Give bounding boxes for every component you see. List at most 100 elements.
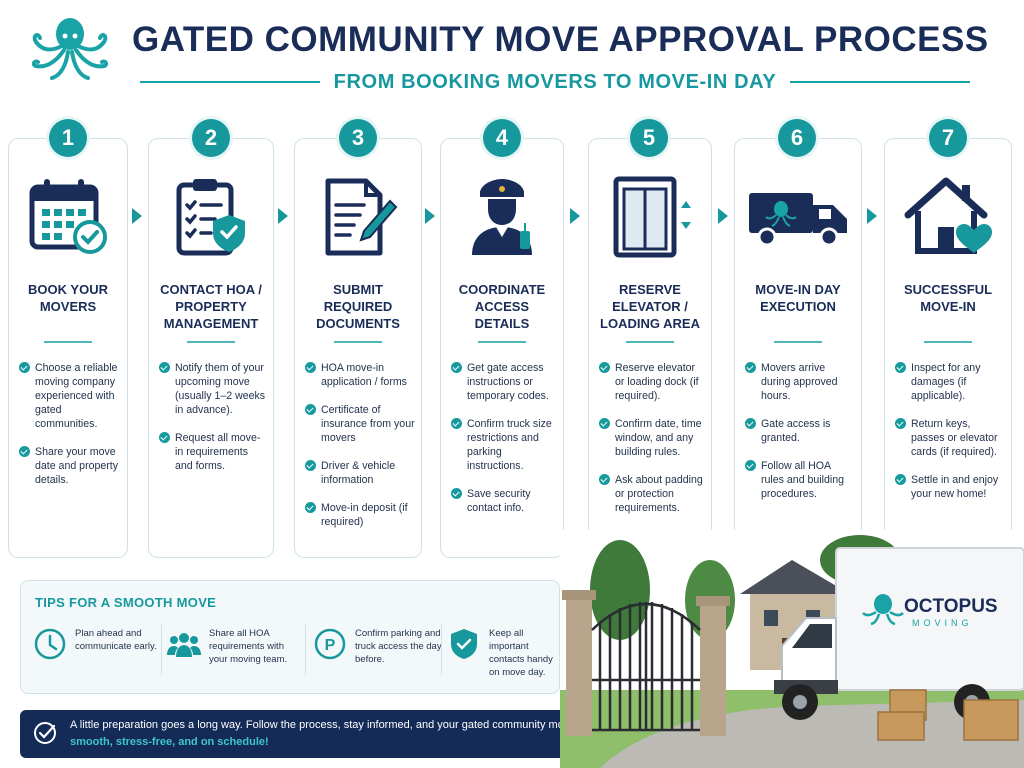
arrow-right-icon — [278, 208, 288, 224]
octopus-icon — [31, 18, 109, 80]
list-item: Confirm truck size restrictions and park… — [451, 417, 557, 473]
step-list: Choose a reliable moving company experie… — [19, 361, 121, 501]
svg-text:P: P — [325, 637, 336, 654]
list-item: Certificate of insurance from your mover… — [305, 403, 415, 445]
subtitle-rule-right — [790, 81, 970, 83]
tip-item: Plan ahead and communicate early. — [33, 625, 163, 685]
tips-panel: TIPS FOR A SMOOTH MOVE Plan ahead and co… — [20, 580, 560, 694]
gate-pillar-right — [696, 596, 730, 736]
tip-item: Keep all important contacts handy on mov… — [447, 625, 559, 685]
check-icon — [159, 362, 170, 373]
check-icon — [305, 460, 316, 471]
list-item: Share your move date and property detail… — [19, 445, 121, 487]
check-icon — [19, 446, 30, 457]
step-list: HOA move-in application / forms Certific… — [305, 361, 415, 543]
step-list: Inspect for any damages (if applicable).… — [895, 361, 1005, 515]
list-item: HOA move-in application / forms — [305, 361, 415, 389]
banner-text: A little preparation goes a long way. Fo… — [70, 719, 610, 748]
check-icon — [745, 418, 756, 429]
step-number-5: 5 — [630, 119, 668, 157]
parking-icon: P — [314, 628, 346, 660]
check-badge-icon — [34, 722, 56, 744]
check-icon — [599, 474, 610, 485]
check-icon — [305, 362, 316, 373]
check-icon — [305, 404, 316, 415]
list-item: Move-in deposit (if required) — [305, 501, 415, 529]
clipboard-shield-icon — [176, 179, 245, 256]
check-icon — [895, 474, 906, 485]
step-number-2: 2 — [192, 119, 230, 157]
iron-gate — [591, 602, 701, 732]
check-icon — [451, 418, 462, 429]
check-icon — [159, 432, 170, 443]
list-item: Movers arrive during approved hours. — [745, 361, 855, 403]
list-item: Return keys, passes or elevator cards (i… — [895, 417, 1005, 459]
list-item: Inspect for any damages (if applicable). — [895, 361, 1005, 403]
step-number-4: 4 — [483, 119, 521, 157]
step-list: Movers arrive during approved hours. Gat… — [745, 361, 855, 515]
list-item: Ask about padding or protection requirem… — [599, 473, 705, 515]
check-icon — [599, 418, 610, 429]
step-list: Reserve elevator or loading dock (if req… — [599, 361, 705, 529]
list-item: Reserve elevator or loading dock (if req… — [599, 361, 705, 403]
arrow-right-icon — [425, 208, 435, 224]
check-icon — [305, 502, 316, 513]
step-number-1: 1 — [49, 119, 87, 157]
list-item: Request all move-in requirements and for… — [159, 431, 267, 473]
moving-boxes-image — [877, 689, 1019, 741]
check-icon — [895, 418, 906, 429]
security-guard-icon — [472, 179, 532, 255]
check-icon — [19, 362, 30, 373]
step-number-7: 7 — [929, 119, 967, 157]
check-icon — [451, 488, 462, 499]
list-item: Choose a reliable moving company experie… — [19, 361, 121, 431]
check-icon — [745, 362, 756, 373]
list-item: Gate access is granted. — [745, 417, 855, 445]
subtitle-row: FROM BOOKING MOVERS TO MOVE-IN DAY — [140, 68, 970, 96]
truck-brand: OCTOPUS — [904, 596, 998, 617]
step-number-6: 6 — [778, 119, 816, 157]
check-icon — [599, 362, 610, 373]
arrow-right-icon — [867, 208, 877, 224]
arrow-right-icon — [718, 208, 728, 224]
moving-truck-icon — [749, 193, 847, 247]
step-list: Notify them of your upcoming move (usual… — [159, 361, 267, 487]
subtitle-rule-left — [140, 81, 320, 83]
house-heart-icon — [904, 177, 992, 254]
page-subtitle: FROM BOOKING MOVERS TO MOVE-IN DAY — [333, 70, 777, 93]
check-icon — [895, 362, 906, 373]
gate-pillar-left — [562, 590, 596, 736]
truck-brand-sub: MOVING — [912, 618, 973, 628]
list-item: Get gate access instructions or temporar… — [451, 361, 557, 403]
check-icon — [451, 362, 462, 373]
document-pen-icon — [325, 178, 398, 256]
calendar-check-icon — [29, 179, 107, 254]
gated-community-illustration: OCTOPUS MOVING — [560, 530, 1024, 768]
list-item: Settle in and enjoy your new home! — [895, 473, 1005, 501]
clock-icon — [34, 628, 66, 660]
header: GATED COMMUNITY MOVE APPROVAL PROCESS FR… — [0, 0, 1024, 110]
tips-title: TIPS FOR A SMOOTH MOVE — [35, 595, 217, 610]
footer-banner: A little preparation goes a long way. Fo… — [20, 710, 618, 758]
elevator-icon — [613, 176, 691, 258]
shield-check-icon — [451, 629, 477, 659]
list-item: Notify them of your upcoming move (usual… — [159, 361, 267, 417]
list-item: Confirm date, time window, and any build… — [599, 417, 705, 459]
page-title: GATED COMMUNITY MOVE APPROVAL PROCESS — [132, 20, 989, 59]
arrow-right-icon — [570, 208, 580, 224]
arrow-right-icon — [132, 208, 142, 224]
